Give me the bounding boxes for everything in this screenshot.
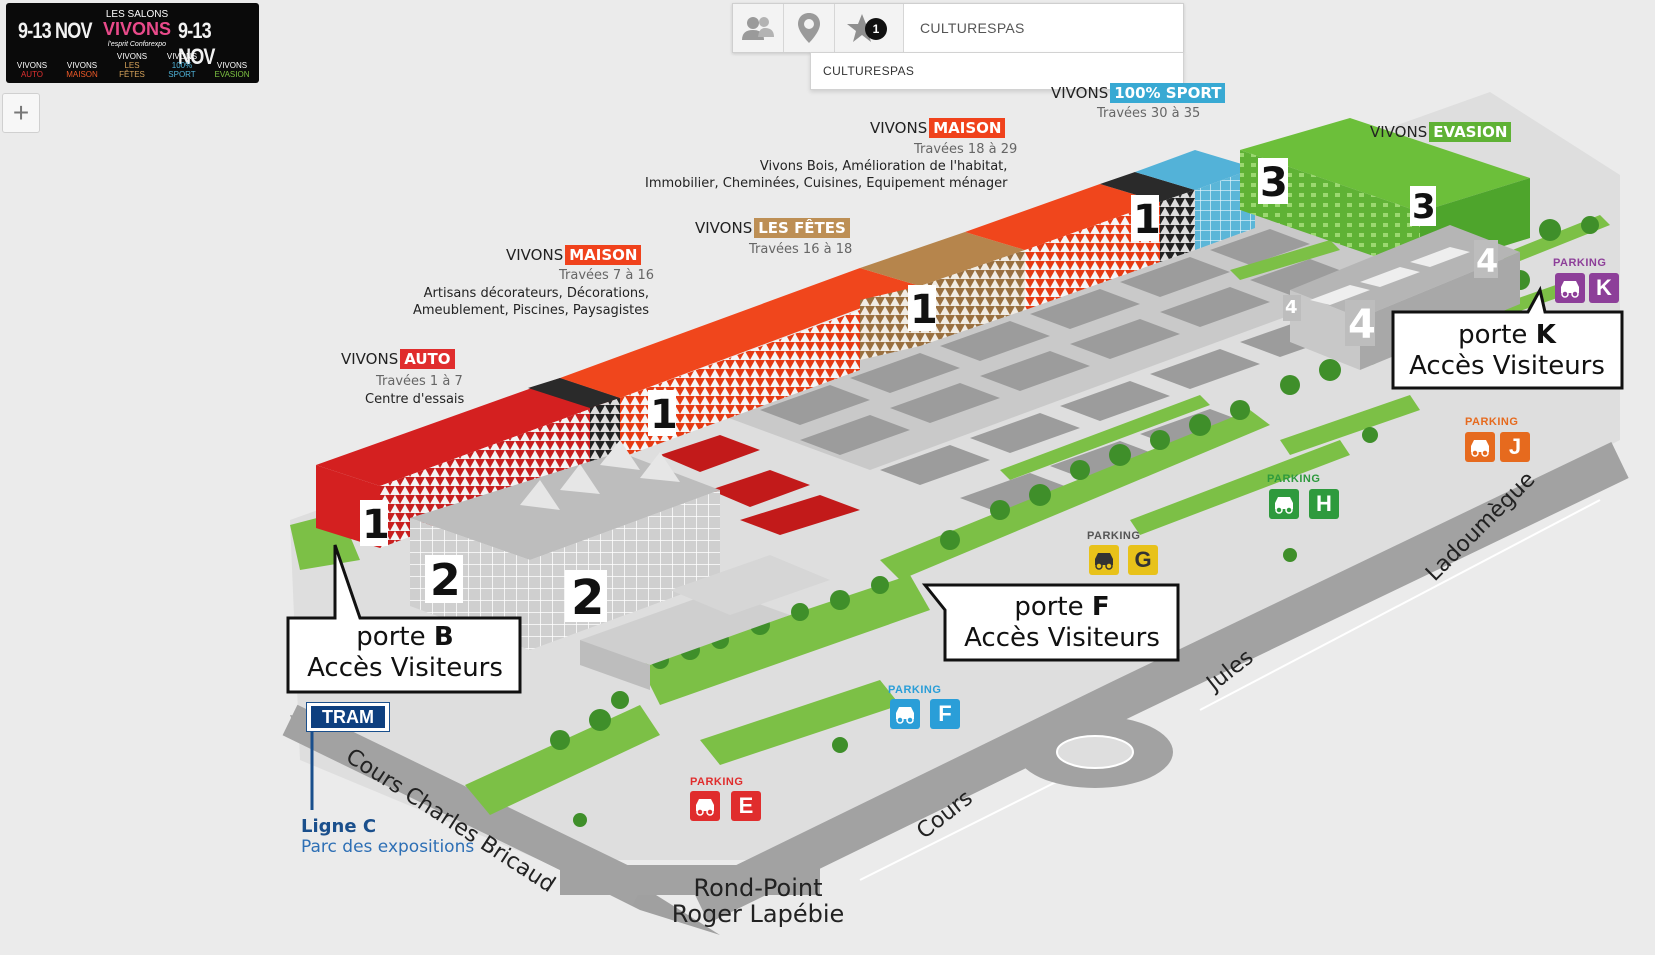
parking-j-badge[interactable]: J	[1500, 432, 1530, 462]
hall-sub-les-fetes: Travées 16 à 18	[749, 242, 853, 257]
road-cours-jules-ladoumegue	[691, 441, 1629, 923]
hall-number: 1	[362, 502, 390, 548]
search-value[interactable]: CULTURESPAS	[920, 20, 1025, 36]
car-icon	[1555, 273, 1585, 303]
hall-number: 4	[1285, 297, 1298, 318]
logo-date-left: 9-13 NOV	[18, 18, 92, 43]
tram-line-name: Ligne C	[301, 816, 377, 837]
shed	[580, 640, 650, 690]
favorites-count-badge: 1	[865, 18, 887, 40]
hall-desc-maison-2: Vivons Bois, Amélioration de l'habitat,I…	[645, 159, 1008, 191]
parking-k-badge[interactable]: K	[1589, 273, 1619, 303]
users-icon	[742, 17, 774, 40]
logo-date-right: 9-13 NOV	[178, 18, 215, 69]
parking-g-badge[interactable]: G	[1128, 545, 1158, 575]
hall-sub-100-sport: Travées 30 à 35	[1097, 106, 1201, 121]
logo-tagline: l'esprit Conforexpo	[107, 41, 167, 48]
callout-porte-b	[286, 544, 522, 694]
car-icon	[1089, 545, 1119, 575]
road-cours-charles-bricaud	[282, 704, 648, 906]
favorites-button[interactable]: 1	[835, 4, 904, 52]
callout-porte-k	[1391, 285, 1624, 390]
users-button[interactable]	[733, 4, 784, 52]
star-icon	[847, 14, 877, 42]
hall-number: 2	[430, 555, 461, 606]
parking-k-title: PARKING	[1553, 257, 1607, 269]
hall-desc-auto: Centre d'essais	[365, 392, 465, 407]
shed	[670, 555, 830, 615]
zoom-in-button[interactable]: +	[2, 93, 40, 133]
hall-number: 1	[910, 287, 938, 333]
parking-f-badge[interactable]: F	[930, 699, 960, 729]
hall-sub-maison-2: Travées 18 à 29	[914, 142, 1018, 157]
hall-sub-auto: Travées 1 à 7	[376, 374, 463, 389]
hall-number: 1	[1133, 197, 1161, 243]
parking-j-title: PARKING	[1465, 416, 1519, 428]
tram-stop-name: Parc des expositions	[301, 837, 475, 857]
parking-e-title: PARKING	[690, 776, 744, 788]
hall-sub-maison-1: Travées 7 à 16	[559, 268, 654, 283]
car-icon	[690, 791, 720, 821]
hall-number: 2	[571, 570, 605, 626]
callout-porte-f	[921, 583, 1180, 662]
hall-number-markers	[360, 158, 1498, 622]
map-pin-icon	[798, 13, 820, 43]
green-spaces	[290, 205, 1610, 815]
hall-number: 3	[1412, 187, 1436, 227]
parking-h-badge[interactable]: H	[1309, 489, 1339, 519]
tram-stop-badge[interactable]: TRAM	[306, 702, 390, 732]
car-icon	[890, 699, 920, 729]
parking-g-title: PARKING	[1087, 530, 1141, 542]
parking-e-badge[interactable]: E	[731, 791, 761, 821]
hall-number: 1	[650, 392, 678, 438]
car-icon	[1465, 432, 1495, 462]
hall-number: 4	[1348, 302, 1376, 348]
hall-desc-maison-1: Artisans décorateurs, Décorations,Ameubl…	[413, 286, 650, 318]
hall-number: 3	[1260, 160, 1288, 206]
parking-f-title: PARKING	[888, 684, 942, 696]
location-button[interactable]	[784, 4, 835, 52]
logo-vivons: VIVONS	[102, 19, 172, 39]
car-icon	[1269, 489, 1299, 519]
logo-les-salons: LES SALONS	[105, 9, 169, 20]
hall-number: 4	[1476, 242, 1499, 280]
parking-h-title: PARKING	[1267, 473, 1321, 485]
dropdown-item[interactable]: CULTURESPAS	[823, 64, 915, 78]
salons-vivons-logo[interactable]: 9-13 NOV LES SALONS VIVONS l'esprit Conf…	[6, 3, 259, 83]
map-toolbar: 1 CULTURESPAS	[732, 3, 1184, 53]
roundabout-island	[1056, 735, 1134, 769]
